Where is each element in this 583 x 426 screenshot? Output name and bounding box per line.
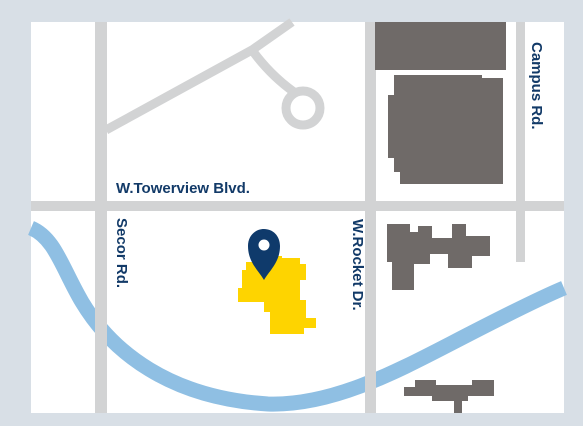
label-towerview: W.Towerview Blvd. bbox=[116, 180, 250, 197]
building-large bbox=[388, 75, 503, 184]
road-secor bbox=[95, 22, 107, 413]
road-campus bbox=[516, 22, 525, 262]
river bbox=[27, 221, 567, 412]
road-north-spur bbox=[248, 47, 297, 96]
road-rocket bbox=[365, 22, 376, 413]
label-campus: Campus Rd. bbox=[528, 42, 545, 130]
building-north bbox=[375, 22, 506, 70]
location-pin-icon[interactable] bbox=[248, 229, 280, 280]
highlighted-building[interactable] bbox=[238, 256, 316, 334]
building-mid bbox=[387, 224, 490, 290]
building-south bbox=[404, 380, 494, 413]
road-cul-de-sac bbox=[281, 86, 325, 130]
label-secor: Secor Rd. bbox=[113, 218, 130, 288]
road-towerview bbox=[31, 201, 564, 211]
label-rocket: W.Rocket Dr. bbox=[349, 219, 366, 311]
